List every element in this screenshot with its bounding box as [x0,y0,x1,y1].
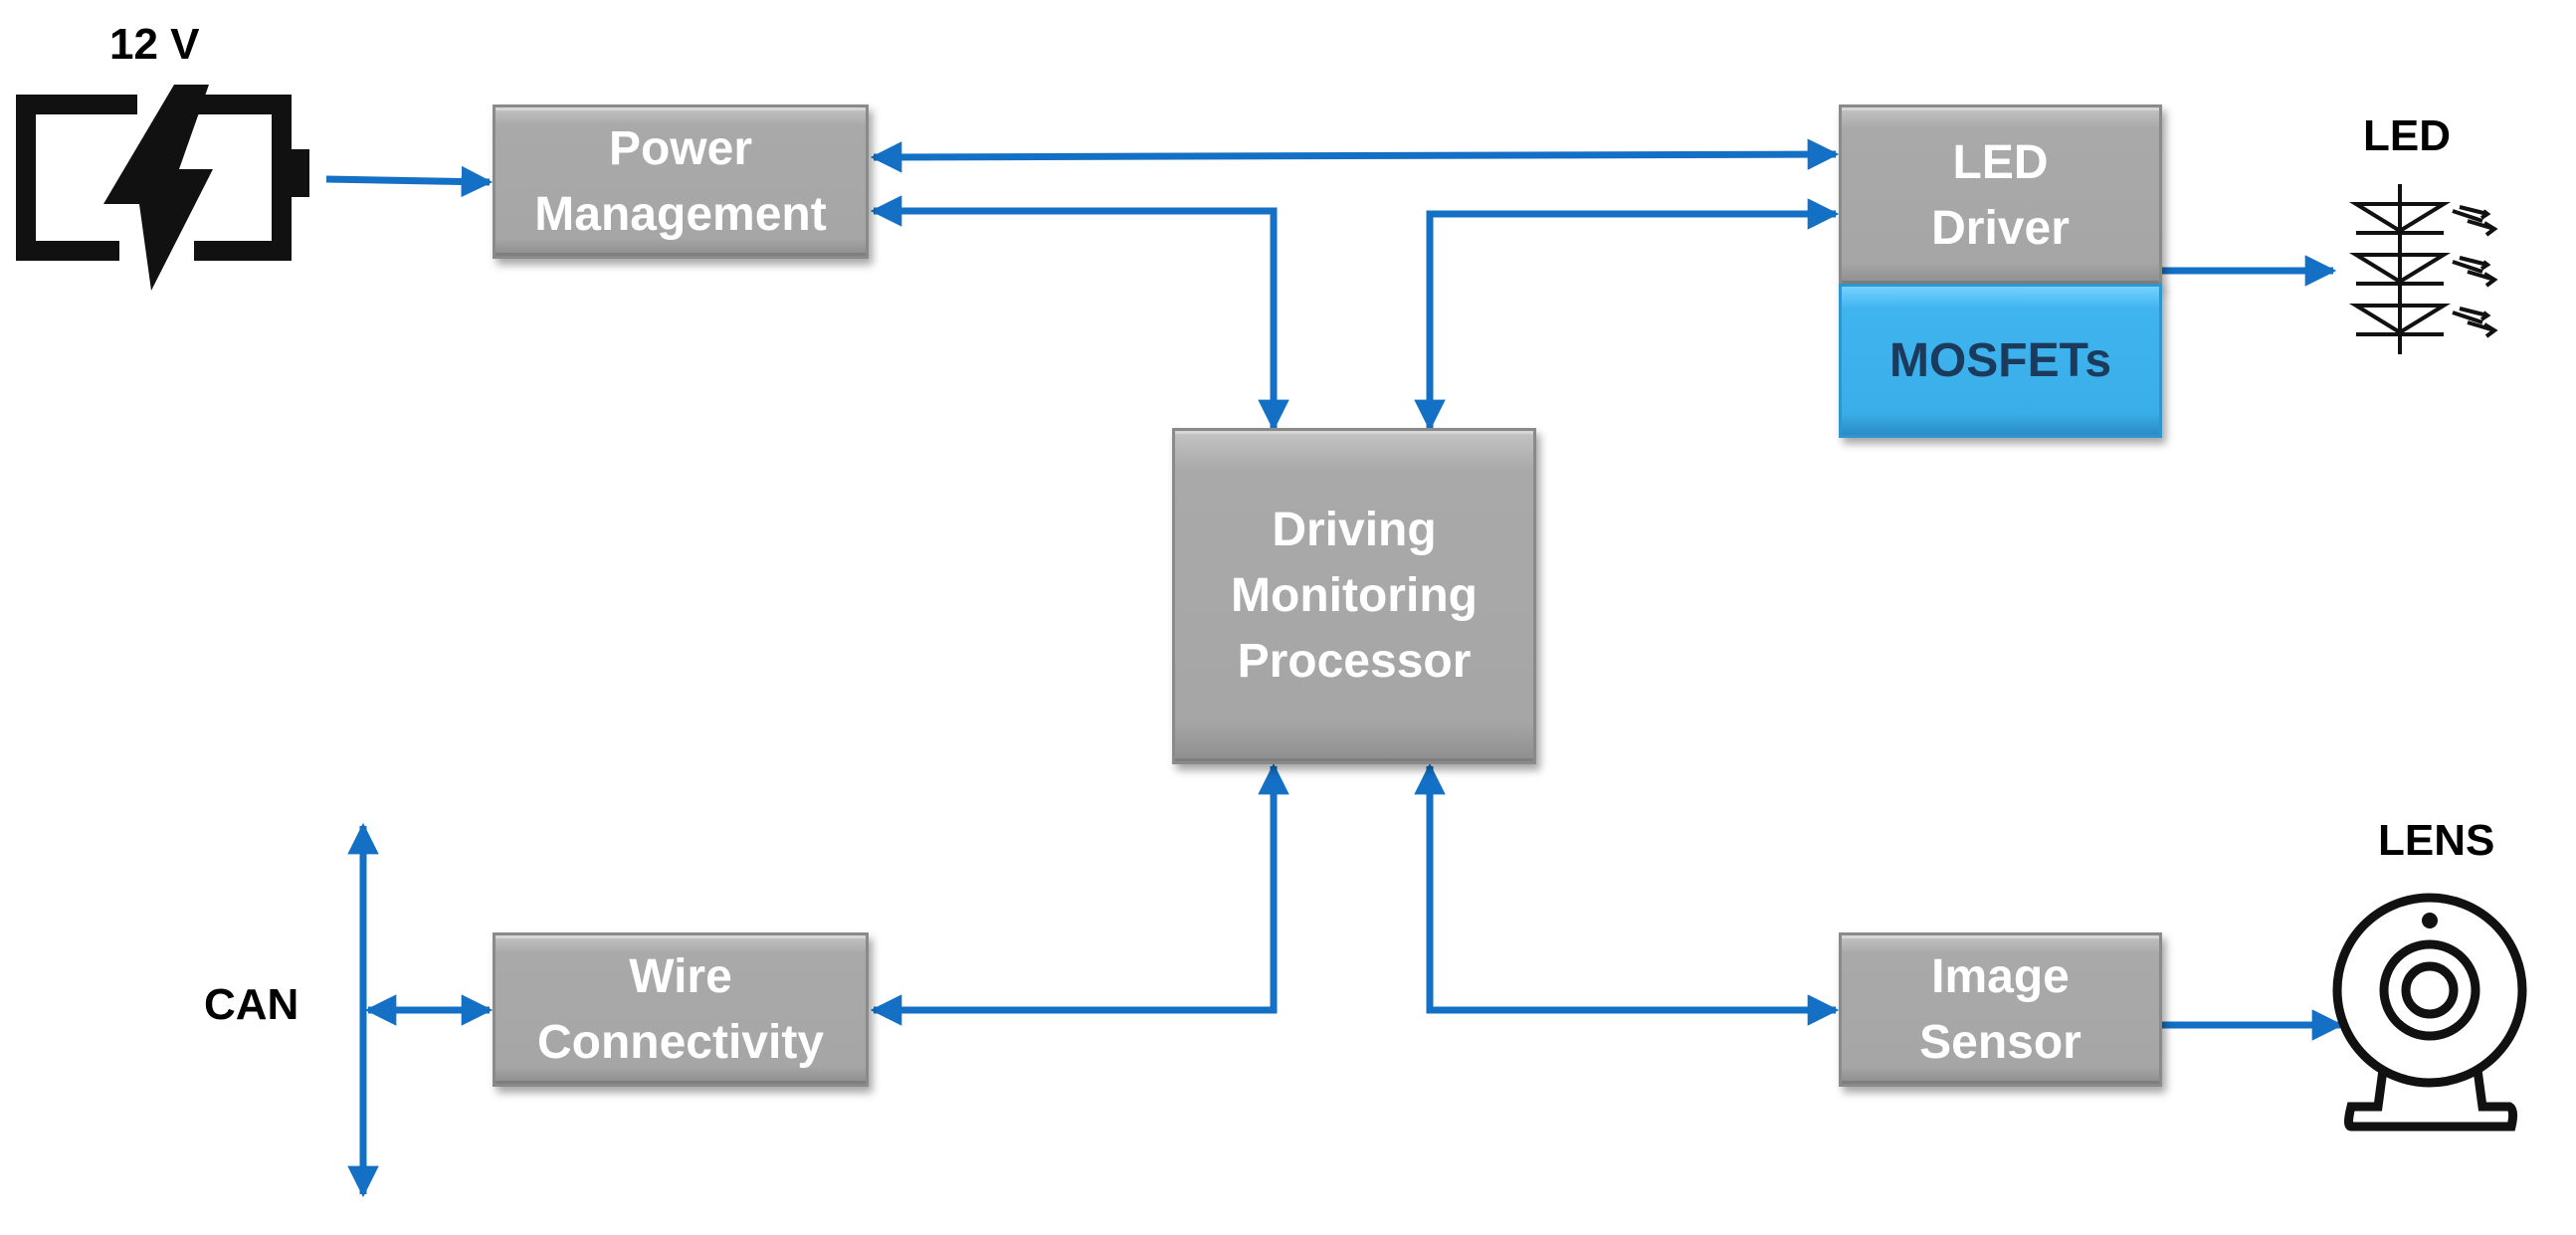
block-label: Sensor [1919,1015,2081,1069]
webcam-lens-icon [2332,893,2527,1132]
power-to-led-driver-arrow [870,138,1840,173]
block-label: Driver [1931,201,2070,255]
block-label: Management [534,187,827,241]
led-diodes-icon [2348,184,2498,354]
block-label: Processor [1237,635,1472,688]
battery-voltage-label: 12 V [109,20,200,69]
block-label: Wire [629,949,732,1003]
driving-monitoring-processor-block: Driving Monitoring Processor [1172,428,1536,764]
lens-label: LENS [2378,816,2495,865]
processor-to-led-driver-arrow [1414,198,1840,432]
battery-charging-icon [16,95,292,261]
block-label: Connectivity [536,1015,825,1069]
block-label: Monitoring [1231,569,1478,622]
led-label: LED [2363,111,2451,160]
image-sensor-block: Image Sensor [1839,932,2162,1087]
wire-connectivity-block: Wire Connectivity [493,932,869,1087]
block-label: Driving [1272,504,1437,556]
mosfets-block: MOSFETs [1839,284,2162,438]
power-to-processor-arrow [870,195,1289,432]
power-management-block: Power Management [493,104,869,259]
can-label: CAN [204,980,299,1029]
block-label: LED [1952,135,2049,189]
processor-to-wire-arrow [870,762,1289,1026]
block-label: Power [608,121,753,175]
battery-to-power-arrow [325,165,494,198]
led-driver-block: LED Driver [1839,104,2162,287]
processor-to-image-sensor-arrow [1414,762,1840,1026]
block-label: Image [1931,949,2070,1003]
